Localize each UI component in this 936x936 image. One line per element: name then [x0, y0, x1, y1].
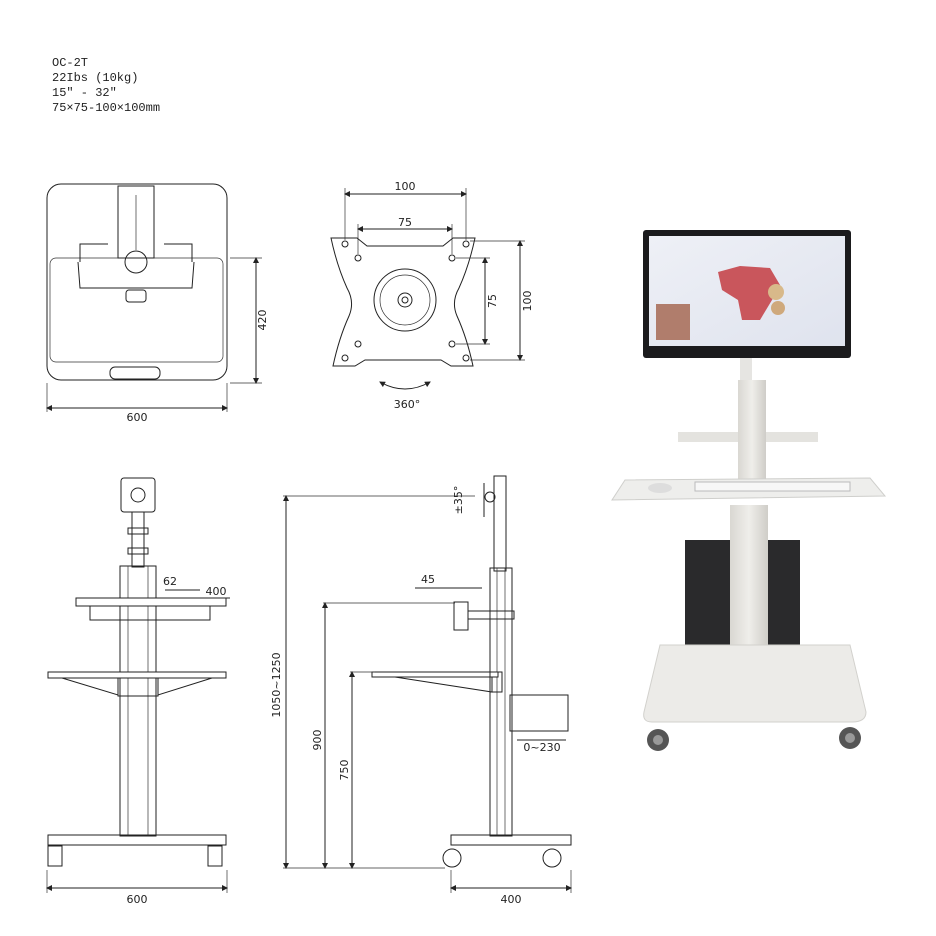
- screen-size-range: 15″ - 32″: [52, 86, 117, 100]
- base-depth-dimension: 400: [501, 893, 522, 906]
- front-view-drawing: 62 400 600: [46, 477, 230, 906]
- tray-height-dimension: 750: [338, 760, 351, 781]
- shelf-height-dimension: 900: [311, 730, 324, 751]
- rotation-label: 360°: [394, 398, 421, 411]
- shelf-width-dimension: 400: [206, 585, 227, 598]
- height-range-dimension: 1050~1250: [270, 652, 283, 717]
- offset-dimension: 62: [163, 575, 177, 588]
- side-view-drawing: ±35° 45 0~230 1050~1250 900 750: [270, 475, 572, 906]
- tilt-label: ±35°: [452, 486, 465, 515]
- spec-list: OC-2T 22Ibs (10kg) 15″ - 32″ 75×75-100×1…: [52, 56, 160, 116]
- vesa-outer-height: 100: [521, 291, 534, 312]
- product-photo: [611, 230, 887, 751]
- base-width-dimension: 600: [127, 893, 148, 906]
- drawer-travel-dimension: 0~230: [523, 741, 560, 754]
- shelf-depth-dimension: 45: [421, 573, 435, 586]
- vesa-inner-height: 75: [486, 294, 499, 308]
- depth-dimension: 420: [256, 310, 269, 331]
- model-name: OC-2T: [52, 56, 89, 70]
- width-dimension: 600: [127, 411, 148, 424]
- vesa-inner-width: 75: [398, 216, 412, 229]
- top-view-drawing: 420 600: [46, 183, 269, 424]
- vesa-pattern: 75×75-100×100mm: [52, 101, 161, 115]
- vesa-outer-width: 100: [395, 180, 416, 193]
- vesa-plate-drawing: 100 75 75 100 360°: [330, 180, 534, 411]
- load-capacity: 22Ibs (10kg): [52, 71, 139, 85]
